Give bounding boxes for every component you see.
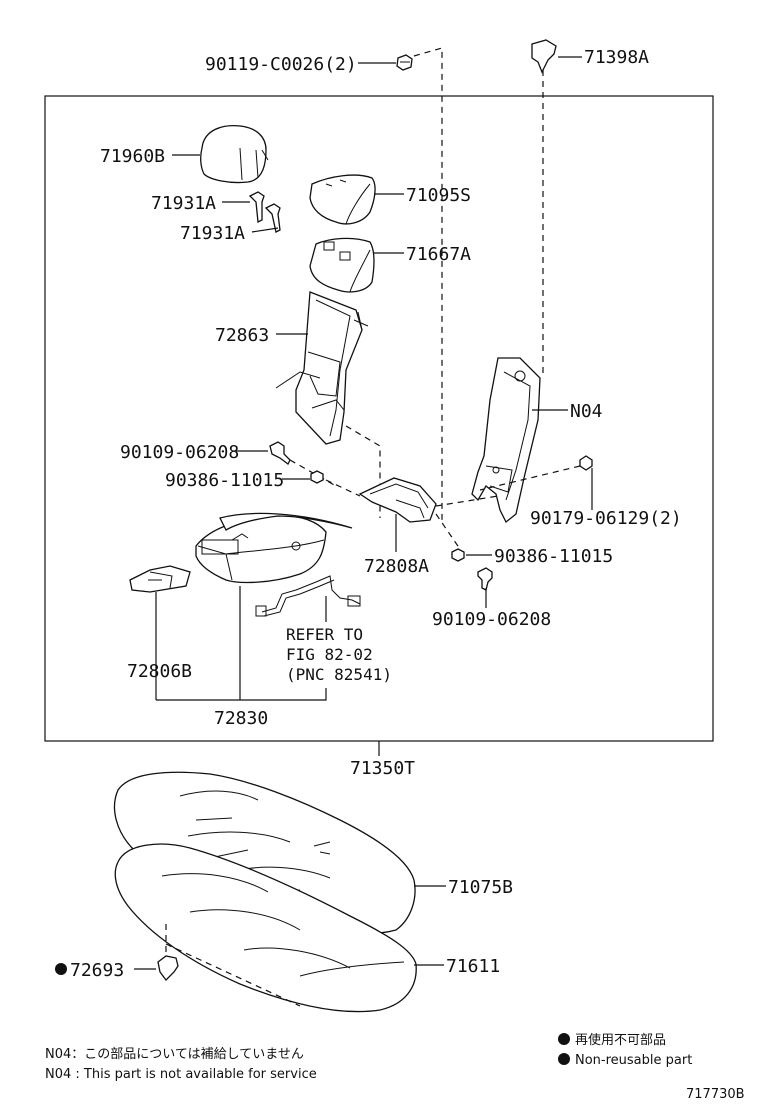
label-72808a: 72808A <box>364 556 429 577</box>
label-71667a: 71667A <box>406 244 471 265</box>
label-90386-a: 90386-11015 <box>165 470 284 491</box>
legend-bullet-jp <box>558 1033 570 1045</box>
bolt-90119-icon <box>396 54 413 71</box>
label-71931a-2: 71931A <box>180 223 245 244</box>
label-72693: 72693 <box>70 960 124 981</box>
nut-90179-icon <box>579 455 593 471</box>
wire-harness-icon <box>255 575 361 617</box>
armrest-cover-71095s-icon <box>309 174 376 225</box>
legend-bullet-en <box>558 1053 570 1065</box>
headrest-guide-71931a-icon <box>248 191 281 233</box>
label-71350t: 71350T <box>350 758 415 779</box>
refer-line-1: REFER TO <box>286 625 363 644</box>
bracket-72808a-icon <box>358 477 437 523</box>
label-90109-b: 90109-06208 <box>432 609 551 630</box>
label-71931a-1: 71931A <box>151 193 216 214</box>
armrest-body-72830-icon <box>195 512 353 584</box>
label-71960b: 71960B <box>100 146 165 167</box>
legend-non-reusable-en: Non-reusable part <box>575 1053 692 1068</box>
headrest-71960b-icon <box>200 124 269 184</box>
label-72863: 72863 <box>215 325 269 346</box>
clip-71398a-icon <box>531 39 557 74</box>
label-90386-b: 90386-11015 <box>494 546 613 567</box>
label-90179: 90179-06129(2) <box>530 508 682 529</box>
refer-line-3: (PNC 82541) <box>286 665 392 684</box>
bolt-90109-a-icon <box>269 441 291 465</box>
seat-back-pad-71611-icon <box>114 843 417 1013</box>
legend-non-reusable-jp: 再使用不可部品 <box>575 1032 666 1048</box>
nut-90386-b-icon <box>451 548 465 562</box>
armrest-frame-72863-icon <box>275 291 369 445</box>
label-71075b: 71075B <box>448 877 513 898</box>
label-71611: 71611 <box>446 956 500 977</box>
nut-90386-a-icon <box>310 470 324 484</box>
figure-id: 717730B <box>686 1087 745 1102</box>
assembly-frame <box>44 95 714 742</box>
hinge-bracket-n04-icon <box>471 357 541 524</box>
label-71095s: 71095S <box>406 185 471 206</box>
label-90109-a: 90109-06208 <box>120 442 239 463</box>
clip-72693-icon <box>157 955 179 981</box>
label-72806b: 72806B <box>127 661 192 682</box>
bolt-90109-b-icon <box>477 567 493 591</box>
cup-holder-72806b-icon <box>129 565 191 593</box>
label-71398a: 71398A <box>584 47 649 68</box>
non-reusable-marker-72693 <box>55 963 67 975</box>
refer-line-2: FIG 82-02 <box>286 645 373 664</box>
note-n04-en: N04 : This part is not available for ser… <box>45 1067 317 1082</box>
label-n04: N04 <box>570 401 603 422</box>
note-n04-jp: N04：この部品については補給していません <box>45 1047 304 1062</box>
label-90119: 90119-C0026(2) <box>205 54 357 75</box>
label-72830: 72830 <box>214 708 268 729</box>
armrest-pad-71667a-icon <box>309 237 375 293</box>
